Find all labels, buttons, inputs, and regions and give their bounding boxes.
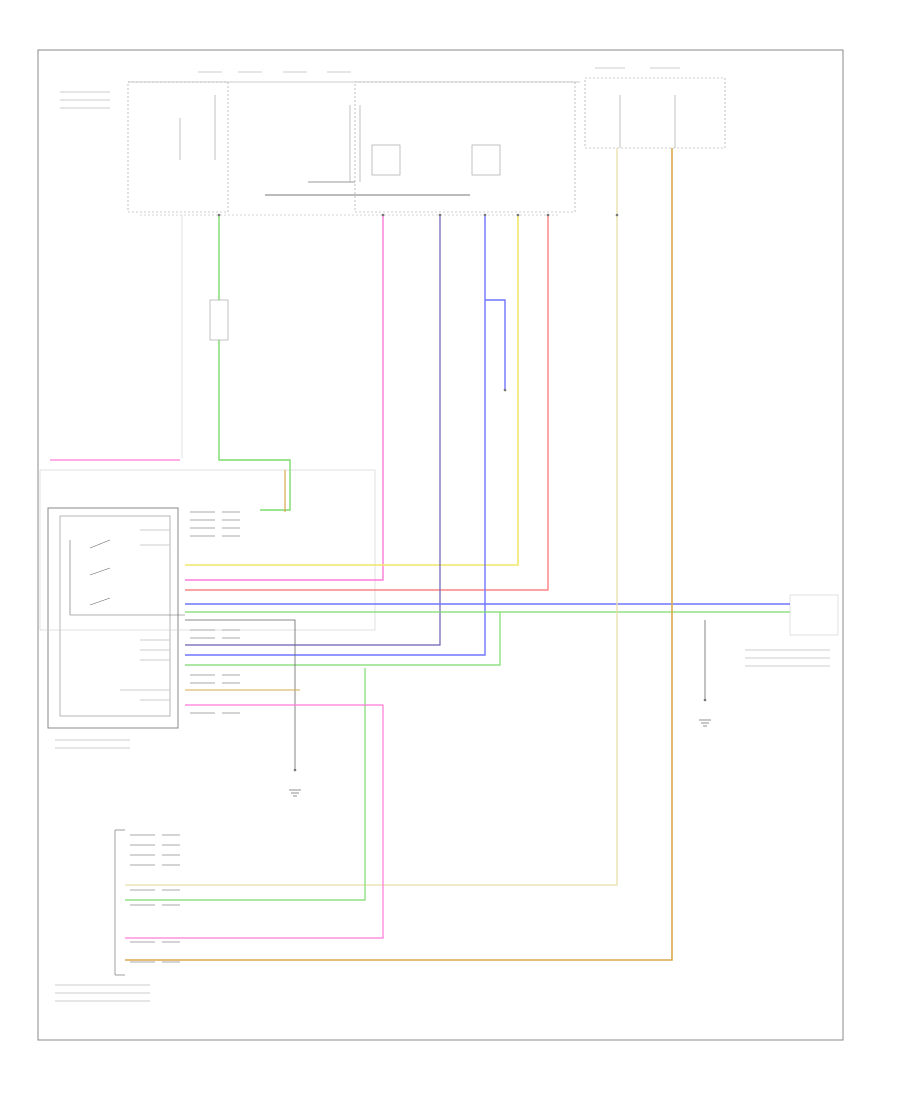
top-left-module — [127, 77, 726, 213]
green-wire-1 — [218, 215, 291, 511]
connector-pins — [217, 213, 707, 772]
module-row-labels — [55, 529, 830, 1002]
ground-symbol-2 — [699, 719, 711, 727]
ground-symbol-1 — [289, 789, 301, 797]
left-control-module — [39, 469, 376, 729]
dark-wire-ground — [185, 619, 296, 770]
blue-wire-main — [185, 215, 506, 656]
green-bus-right — [185, 611, 790, 666]
diagram-frame — [37, 49, 844, 1041]
splice-block — [209, 299, 229, 341]
switch-group — [69, 539, 185, 616]
pink-wire-main — [185, 215, 384, 581]
right-module — [789, 594, 839, 636]
cream-wire — [125, 148, 618, 886]
pink-wire-bottom — [125, 704, 384, 939]
pin-label-rows — [130, 511, 240, 963]
purple-wire-main — [185, 215, 441, 646]
red-wire-main — [185, 215, 549, 591]
green-wire-bottom — [125, 668, 366, 901]
top-fuse-labels — [60, 67, 680, 109]
bottom-left-module — [114, 829, 125, 976]
yellow-wire-main — [185, 215, 519, 566]
tan-wire-long — [125, 148, 673, 961]
